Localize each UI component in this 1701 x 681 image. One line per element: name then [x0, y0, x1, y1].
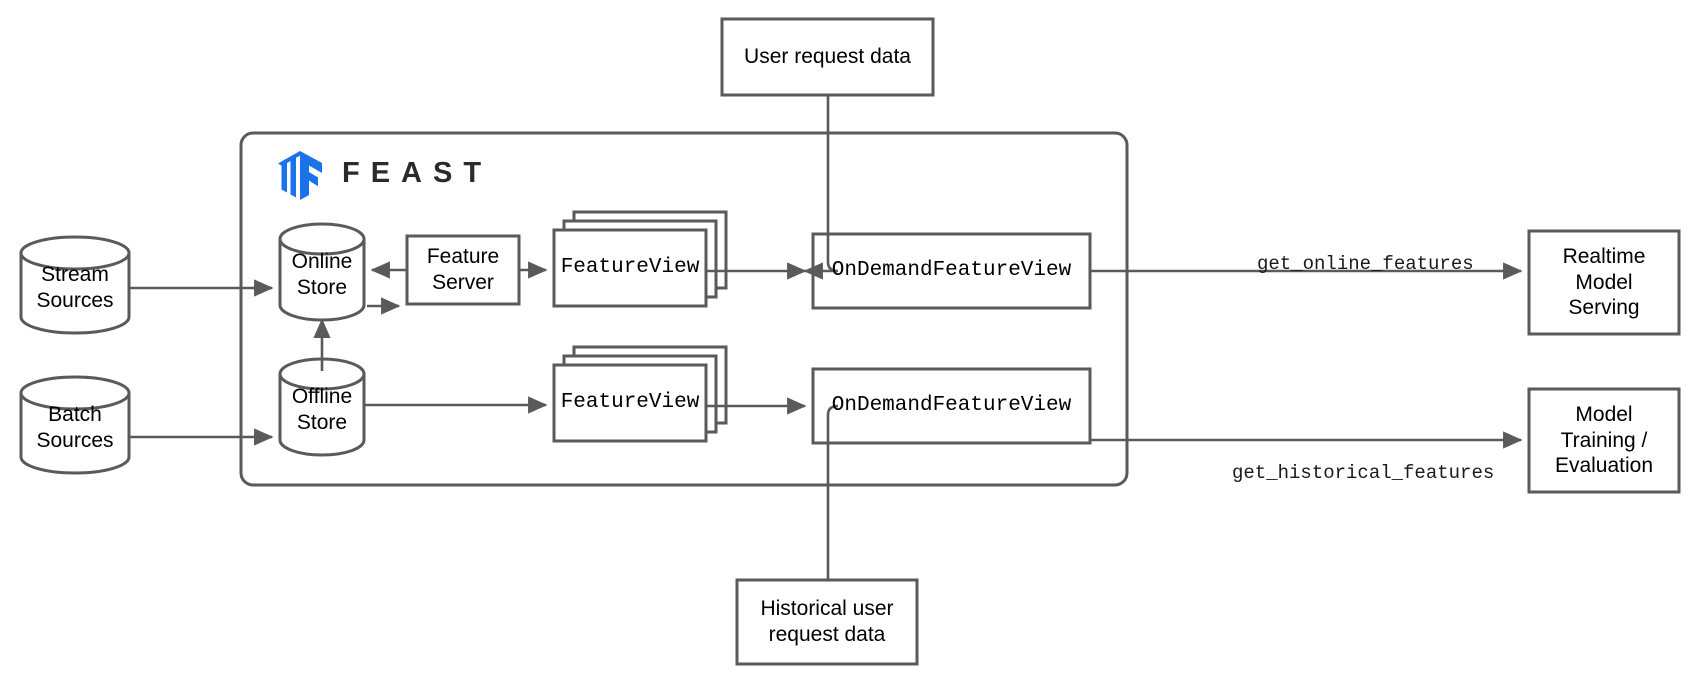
- offline-store-shape: [278, 357, 366, 457]
- feature-server-shape: [405, 234, 521, 306]
- feature-view-online-shape: [552, 210, 728, 308]
- edge-user-request-to-on-demand: [803, 95, 839, 280]
- get-historical-features-label: get_historical_features: [1232, 462, 1495, 484]
- model-training-evaluation-shape: [1527, 387, 1681, 494]
- realtime-model-serving-shape: [1527, 229, 1681, 336]
- feast-brand-name: FEAST: [342, 156, 493, 189]
- get-online-features-label: get_online_features: [1257, 253, 1474, 275]
- historical-user-request-data-shape: [735, 578, 919, 666]
- on-demand-feature-view-online-shape: [811, 232, 1092, 310]
- feast-brand: FEAST: [276, 148, 492, 198]
- online-store-shape: [278, 222, 366, 322]
- stream-sources-shape: [19, 235, 131, 335]
- user-request-data-shape: [720, 17, 935, 97]
- feature-view-offline-shape: [552, 345, 728, 443]
- batch-sources-shape: [19, 375, 131, 475]
- feast-container-boundary: [239, 131, 1129, 487]
- edge-historical-request-to-on-demand: [826, 404, 839, 580]
- on-demand-feature-view-offline-shape: [811, 367, 1092, 445]
- feast-logo-icon: [278, 151, 322, 200]
